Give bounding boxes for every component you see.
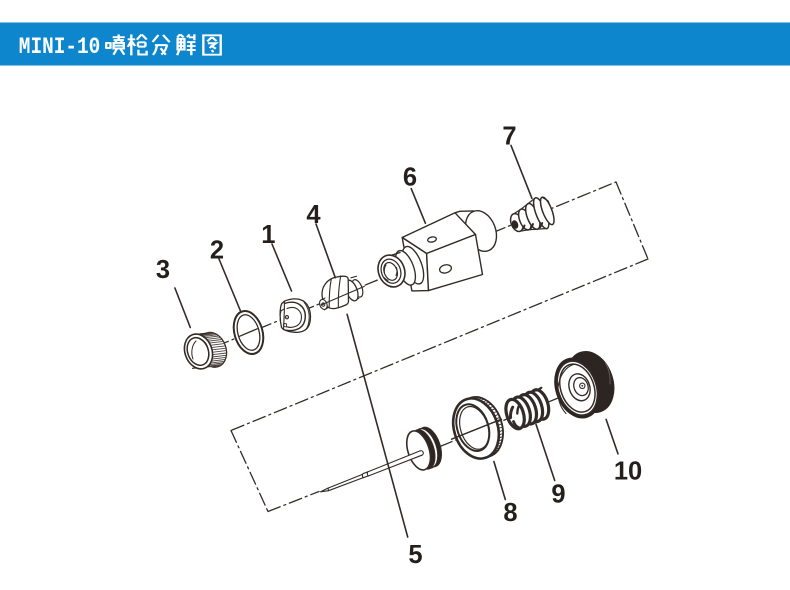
svg-text:5: 5 — [408, 541, 422, 569]
svg-text:MINI-10: MINI-10 — [19, 34, 101, 61]
svg-text:6: 6 — [403, 164, 417, 192]
svg-text:4: 4 — [306, 201, 321, 229]
svg-text:7: 7 — [502, 123, 516, 151]
svg-text:10: 10 — [614, 458, 642, 486]
svg-text:9: 9 — [551, 481, 565, 509]
svg-text:3: 3 — [156, 256, 170, 284]
svg-text:2: 2 — [210, 237, 224, 265]
svg-text:1: 1 — [261, 221, 275, 249]
svg-text:8: 8 — [503, 499, 517, 527]
